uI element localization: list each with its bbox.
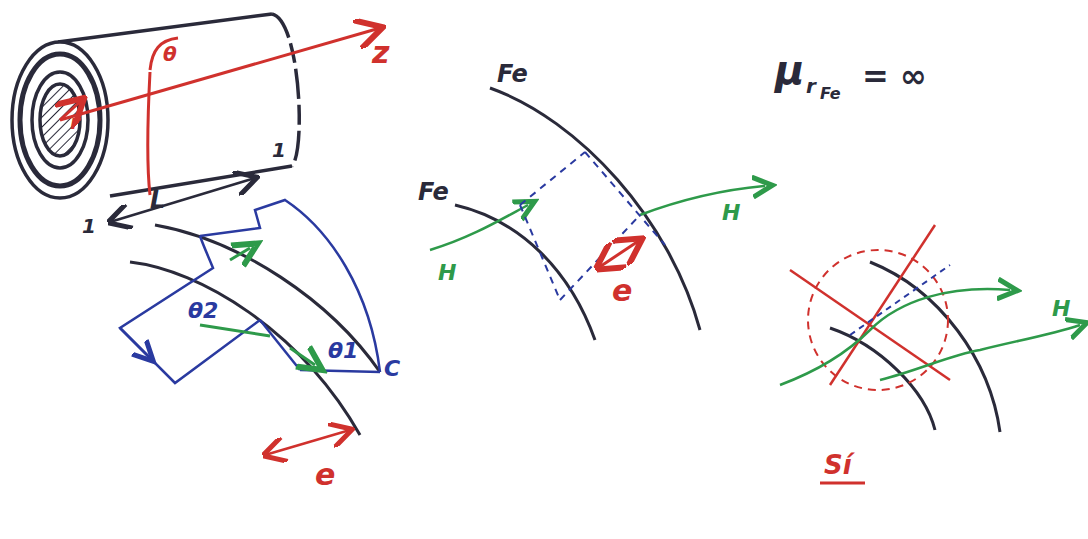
material-label: Fe xyxy=(418,180,449,204)
material-label: Fe xyxy=(497,62,528,86)
field-label: H xyxy=(722,202,740,224)
length-label: L xyxy=(150,188,165,212)
angle-label: θ2 xyxy=(188,300,218,322)
field-label: H xyxy=(1052,298,1070,320)
field-label: H xyxy=(438,262,456,284)
permeability-subscript: r xyxy=(806,76,816,96)
angle-label: θ xyxy=(163,44,177,64)
permeability-subscript: Fe xyxy=(820,86,841,102)
radius-label: r xyxy=(70,112,80,132)
section-mark: 1 xyxy=(272,140,286,160)
permeability-symbol: μ xyxy=(775,50,804,90)
gap-label: e xyxy=(612,276,632,306)
angle-label: θ1 xyxy=(328,340,358,362)
contour-label: C xyxy=(384,358,400,380)
section-mark: 1 xyxy=(82,216,96,236)
answer-label: Sí xyxy=(824,452,852,478)
axis-label: z xyxy=(372,38,389,68)
gap-label: e xyxy=(315,460,335,490)
permeability-value: = ∞ xyxy=(862,60,927,92)
